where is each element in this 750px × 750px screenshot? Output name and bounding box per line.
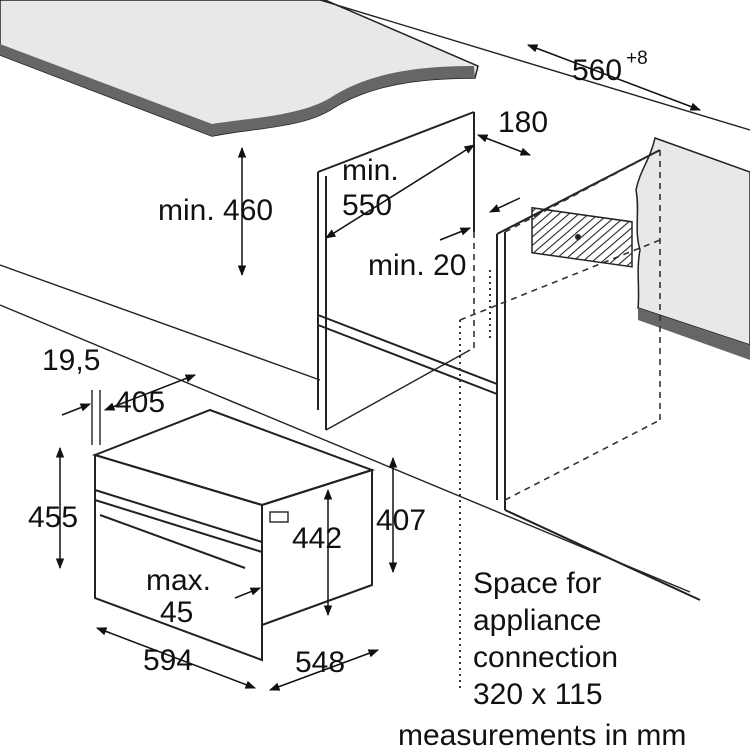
front-height-label: 455 [28, 501, 78, 534]
door-depth-offset-label: 405 [115, 386, 165, 419]
connection-note-line4: 320 x 115 [473, 678, 603, 711]
niche-width-label: 560 [572, 54, 622, 87]
connection-note-line3: connection [473, 641, 618, 674]
body-height-label: 442 [292, 522, 342, 555]
door-protrusion-label-line2: 45 [160, 596, 193, 629]
connection-note-line2: appliance [473, 604, 601, 637]
body-depth-label: 548 [295, 646, 345, 679]
dimension-lines [55, 44, 701, 691]
min-depth-label-line2: 550 [342, 189, 392, 222]
connection-space-outline [459, 270, 491, 690]
niche-height-label: 407 [376, 504, 426, 537]
min-height-above-label: min. 460 [158, 194, 273, 227]
left-countertop [0, 0, 479, 137]
front-width-label: 594 [143, 644, 193, 677]
rear-cutout-depth-label: 180 [498, 106, 548, 139]
door-protrusion-label-line1: max. [146, 564, 211, 597]
connection-note-line1: Space for [473, 567, 601, 600]
front-offset-label: 19,5 [42, 344, 100, 377]
right-countertop [635, 137, 750, 360]
units-note: measurements in mm [398, 719, 686, 750]
oven-appliance [91, 408, 376, 662]
niche-width-tolerance-label: +8 [626, 48, 648, 69]
min-gap-label: min. 20 [368, 249, 466, 282]
min-depth-label-line1: min. [342, 154, 399, 187]
